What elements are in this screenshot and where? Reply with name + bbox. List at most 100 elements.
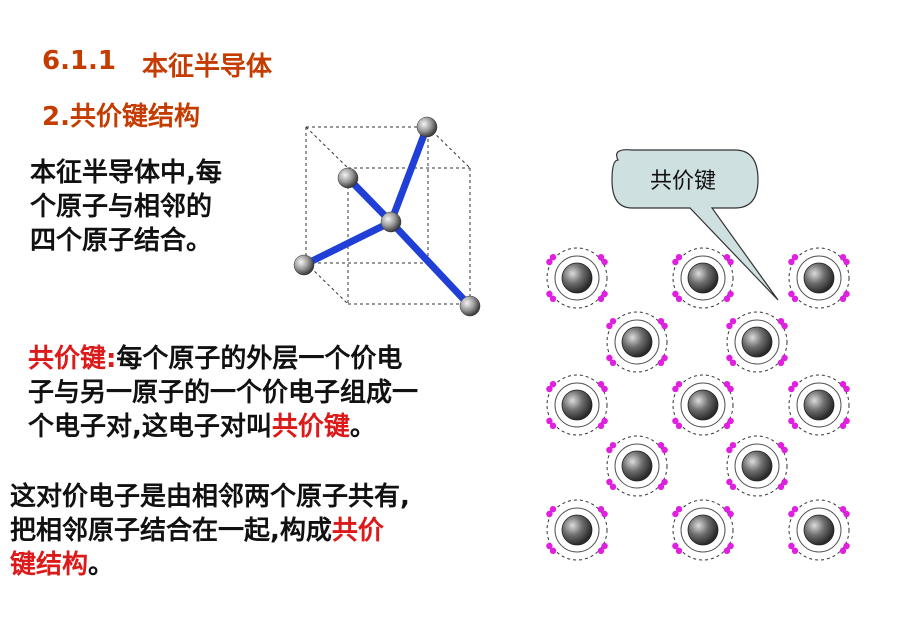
intro-line-1: 本征半导体中,每: [30, 158, 222, 188]
valence-electrons: [546, 254, 850, 554]
valence-electron: [672, 258, 679, 266]
valence-electron: [606, 446, 613, 454]
lattice-atom: [803, 514, 835, 546]
valence-electron: [727, 510, 734, 518]
atom-shell: [614, 319, 660, 365]
atom-shell: [796, 255, 842, 301]
valence-electron: [788, 385, 795, 393]
valence-electron: [839, 254, 847, 261]
lattice-atom: [803, 389, 835, 421]
definition-line-1: 每个原子的外层一个价电: [116, 344, 403, 374]
valence-electron: [839, 295, 847, 302]
valence-electron: [777, 359, 785, 366]
valence-electron: [727, 290, 734, 298]
atom-top: [416, 116, 438, 138]
orbit-ring: [726, 435, 788, 497]
orbit-ring: [672, 499, 734, 561]
valence-electron: [726, 322, 733, 330]
valence-electron: [781, 446, 788, 454]
lattice-atom: [621, 326, 653, 358]
summary-highlight-1: 共价: [331, 516, 384, 546]
section-title: 本征半导体: [142, 52, 273, 82]
valence-electron: [661, 322, 668, 330]
atom-shell: [734, 443, 780, 489]
valence-electron: [606, 322, 613, 330]
valence-electron: [549, 254, 557, 261]
valence-electron: [843, 290, 850, 298]
summary-line-2a: 把相邻原子结合在一起,构成: [10, 516, 332, 546]
atom-shell: [796, 507, 842, 553]
valence-electron: [781, 478, 788, 486]
atom-bottom-right: [459, 295, 481, 317]
lattice-atoms: [554, 255, 842, 553]
lattice-atom: [687, 389, 719, 421]
valence-electron: [597, 254, 605, 261]
valence-electron: [601, 417, 608, 425]
atom-shell: [554, 382, 600, 428]
orbit-ring: [672, 247, 734, 309]
valence-electron: [839, 422, 847, 429]
valence-electron: [546, 258, 553, 266]
valence-electron: [843, 258, 850, 266]
orbit-ring: [546, 247, 608, 309]
valence-electron: [723, 254, 731, 261]
valence-electron: [672, 385, 679, 393]
summary-line-3b: 。: [88, 550, 115, 580]
valence-electron: [843, 542, 850, 550]
summary-paragraph: 这对价电子是由相邻两个原子共有, 把相邻原子结合在一起,构成共价 键结构。: [10, 480, 410, 582]
valence-electron: [788, 542, 795, 550]
valence-electron: [791, 506, 799, 513]
valence-electron: [723, 295, 731, 302]
valence-electron: [657, 483, 665, 490]
definition-line-2: 子与另一原子的一个价电子组成一: [28, 378, 419, 408]
valence-electron: [549, 547, 557, 554]
valence-electron: [675, 547, 683, 554]
valence-electron: [777, 442, 785, 449]
valence-electron: [546, 510, 553, 518]
lattice-atom: [741, 450, 773, 482]
orbit-ring: [788, 499, 850, 561]
atom-shell: [680, 507, 726, 553]
valence-electron: [788, 510, 795, 518]
intro-line-2: 个原子与相邻的: [30, 192, 213, 222]
atom-shell: [680, 255, 726, 301]
valence-electron: [546, 290, 553, 298]
valence-electron: [657, 318, 665, 325]
valence-electron: [601, 510, 608, 518]
valence-electron: [601, 542, 608, 550]
valence-electron: [597, 547, 605, 554]
valence-electron: [729, 359, 737, 366]
valence-electron: [723, 547, 731, 554]
term-covalent-bond: 共价键:: [28, 344, 117, 374]
lattice-atom: [621, 450, 653, 482]
orbit-ring: [788, 247, 850, 309]
valence-electron: [791, 381, 799, 388]
lattice-atom: [803, 262, 835, 294]
valence-electron: [727, 542, 734, 550]
orbit-ring: [672, 374, 734, 436]
valence-electron: [675, 506, 683, 513]
atom-shell: [796, 382, 842, 428]
valence-electron: [727, 417, 734, 425]
valence-electron: [781, 354, 788, 362]
valence-electron: [609, 442, 617, 449]
lattice-atom: [687, 262, 719, 294]
valence-electron: [606, 478, 613, 486]
subheading: 2.共价键结构: [42, 102, 200, 132]
atoms: [293, 116, 481, 317]
valence-electron: [788, 258, 795, 266]
valence-electron: [597, 422, 605, 429]
atom-upper-left: [337, 167, 359, 189]
valence-electron: [791, 547, 799, 554]
valence-electron: [657, 442, 665, 449]
atom-center: [380, 211, 402, 233]
callout-label: 共价键: [650, 169, 716, 194]
callout-bubble: [611, 149, 779, 301]
orbit-ring: [606, 311, 668, 373]
definition-term-highlight: 共价键: [271, 412, 350, 442]
valence-electron: [723, 381, 731, 388]
valence-electron: [726, 478, 733, 486]
lattice-atom: [687, 514, 719, 546]
section-number: 6.1.1: [42, 46, 117, 76]
intro-text: 本征半导体中,每 个原子与相邻的 四个原子结合。: [30, 156, 222, 258]
